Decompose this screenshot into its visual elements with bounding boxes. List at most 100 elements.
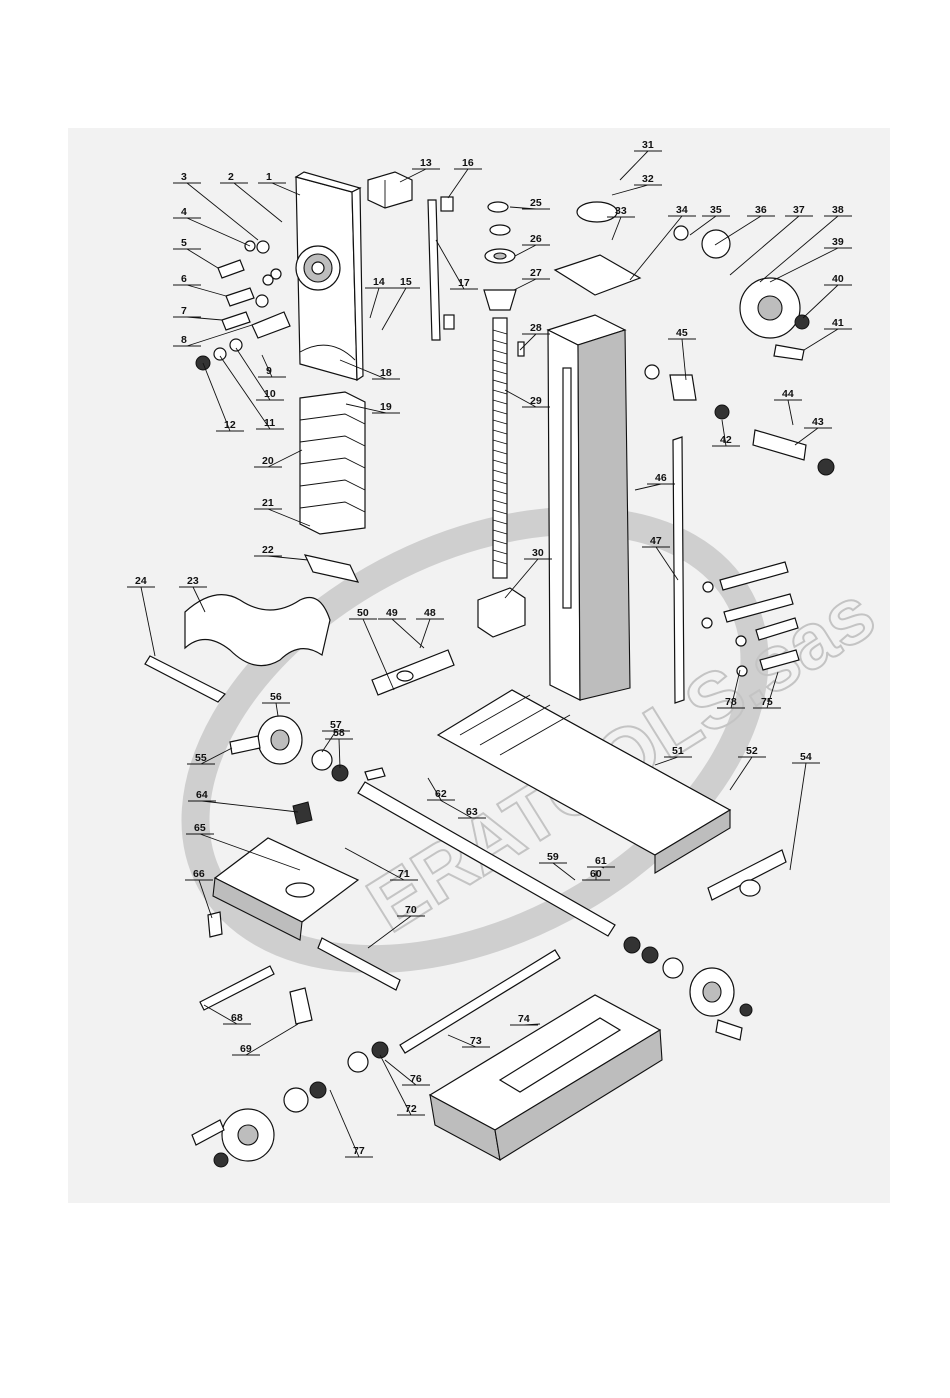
leader-line [272,183,300,195]
leader-line [392,619,424,648]
part-number-label: 73 [470,1035,482,1047]
callout-16: 16 [448,157,482,198]
leader-line [795,428,818,445]
part-number-label: 9 [266,365,272,377]
leader-line [339,739,340,768]
part-number-label: 54 [800,751,812,763]
part-number-label: 12 [224,419,236,431]
leader-line [804,329,838,350]
part-number-label: 65 [194,822,206,834]
part-number-label: 60 [590,868,602,880]
part-number-label: 3 [181,171,187,183]
callout-66: 66 [185,868,213,918]
part-number-label: 41 [832,317,844,329]
leader-line [655,757,678,765]
callout-34: 34 [630,204,696,280]
leader-line [612,185,648,195]
part-number-label: 21 [262,497,274,509]
leader-line [187,183,258,240]
part-number-label: 46 [655,472,667,484]
part-number-label: 72 [405,1103,417,1115]
part-number-label: 42 [720,434,732,446]
callout-28: 28 [520,322,550,350]
callout-36: 36 [715,204,775,245]
part-number-label: 25 [530,197,542,209]
callout-2: 2 [220,171,282,222]
leader-line [420,619,430,648]
leader-line [448,169,468,198]
part-number-label: 33 [615,205,627,217]
callout-21: 21 [254,497,310,526]
callout-14: 14 [365,276,393,318]
callout-75: 75 [753,672,781,708]
callout-24: 24 [127,575,155,656]
part-number-label: 30 [532,547,544,559]
callout-12: 12 [203,363,244,431]
callout-20: 20 [254,450,302,467]
part-number-label: 1 [266,171,272,183]
part-number-label: 51 [672,745,684,757]
part-number-label: 6 [181,273,187,285]
leader-line [400,169,426,182]
callout-23: 23 [179,575,207,612]
part-number-label: 29 [530,395,542,407]
part-number-label: 10 [264,388,276,400]
leader-line [553,863,575,880]
part-number-label: 20 [262,455,274,467]
callout-29: 29 [505,390,550,407]
callout-59: 59 [539,851,575,880]
part-number-label: 2 [228,171,234,183]
callout-46: 46 [635,472,675,490]
leader-line [803,285,838,318]
part-number-label: 11 [264,417,275,429]
callout-69: 69 [232,1024,298,1055]
callout-35: 35 [690,204,730,235]
leader-line [515,245,536,256]
callout-76: 76 [385,1060,430,1085]
callout-17: 17 [436,240,478,289]
callout-65: 65 [186,822,300,870]
part-number-label: 62 [435,788,447,800]
callout-41: 41 [804,317,852,350]
part-number-label: 43 [812,416,824,428]
part-number-label: 75 [761,696,773,708]
part-number-label: 7 [181,305,187,317]
part-number-label: 18 [380,367,392,379]
part-number-label: 22 [262,544,274,556]
part-number-label: 4 [181,206,187,218]
leader-line [520,334,536,350]
leader-line [505,559,538,598]
callout-13: 13 [400,157,440,182]
callout-6: 6 [173,273,226,296]
part-number-label: 31 [642,139,654,151]
part-number-label: 5 [181,237,187,249]
part-number-label: 59 [547,851,559,863]
callout-52: 52 [730,745,766,790]
callout-1: 1 [258,171,300,195]
callout-54: 54 [790,751,820,870]
callout-78: 78 [717,670,745,708]
part-number-label: 48 [424,607,436,619]
part-number-label: 63 [466,806,478,818]
callout-56: 56 [262,691,290,716]
callout-70: 70 [368,904,425,948]
part-number-label: 52 [746,745,758,757]
callout-45: 45 [668,327,696,380]
callout-19: 19 [346,401,400,413]
part-number-label: 35 [710,204,722,216]
callout-77: 77 [330,1090,373,1157]
leader-line [368,916,411,948]
callout-18: 18 [340,360,400,379]
part-number-label: 61 [595,855,607,867]
leader-line [234,183,282,222]
part-number-label: 19 [380,401,392,413]
leader-line [514,279,536,290]
leader-line [656,547,678,580]
callout-8: 8 [173,325,252,346]
callout-25: 25 [510,197,550,209]
callout-5: 5 [173,237,218,268]
leader-line [187,317,222,320]
callout-31: 31 [620,139,662,180]
